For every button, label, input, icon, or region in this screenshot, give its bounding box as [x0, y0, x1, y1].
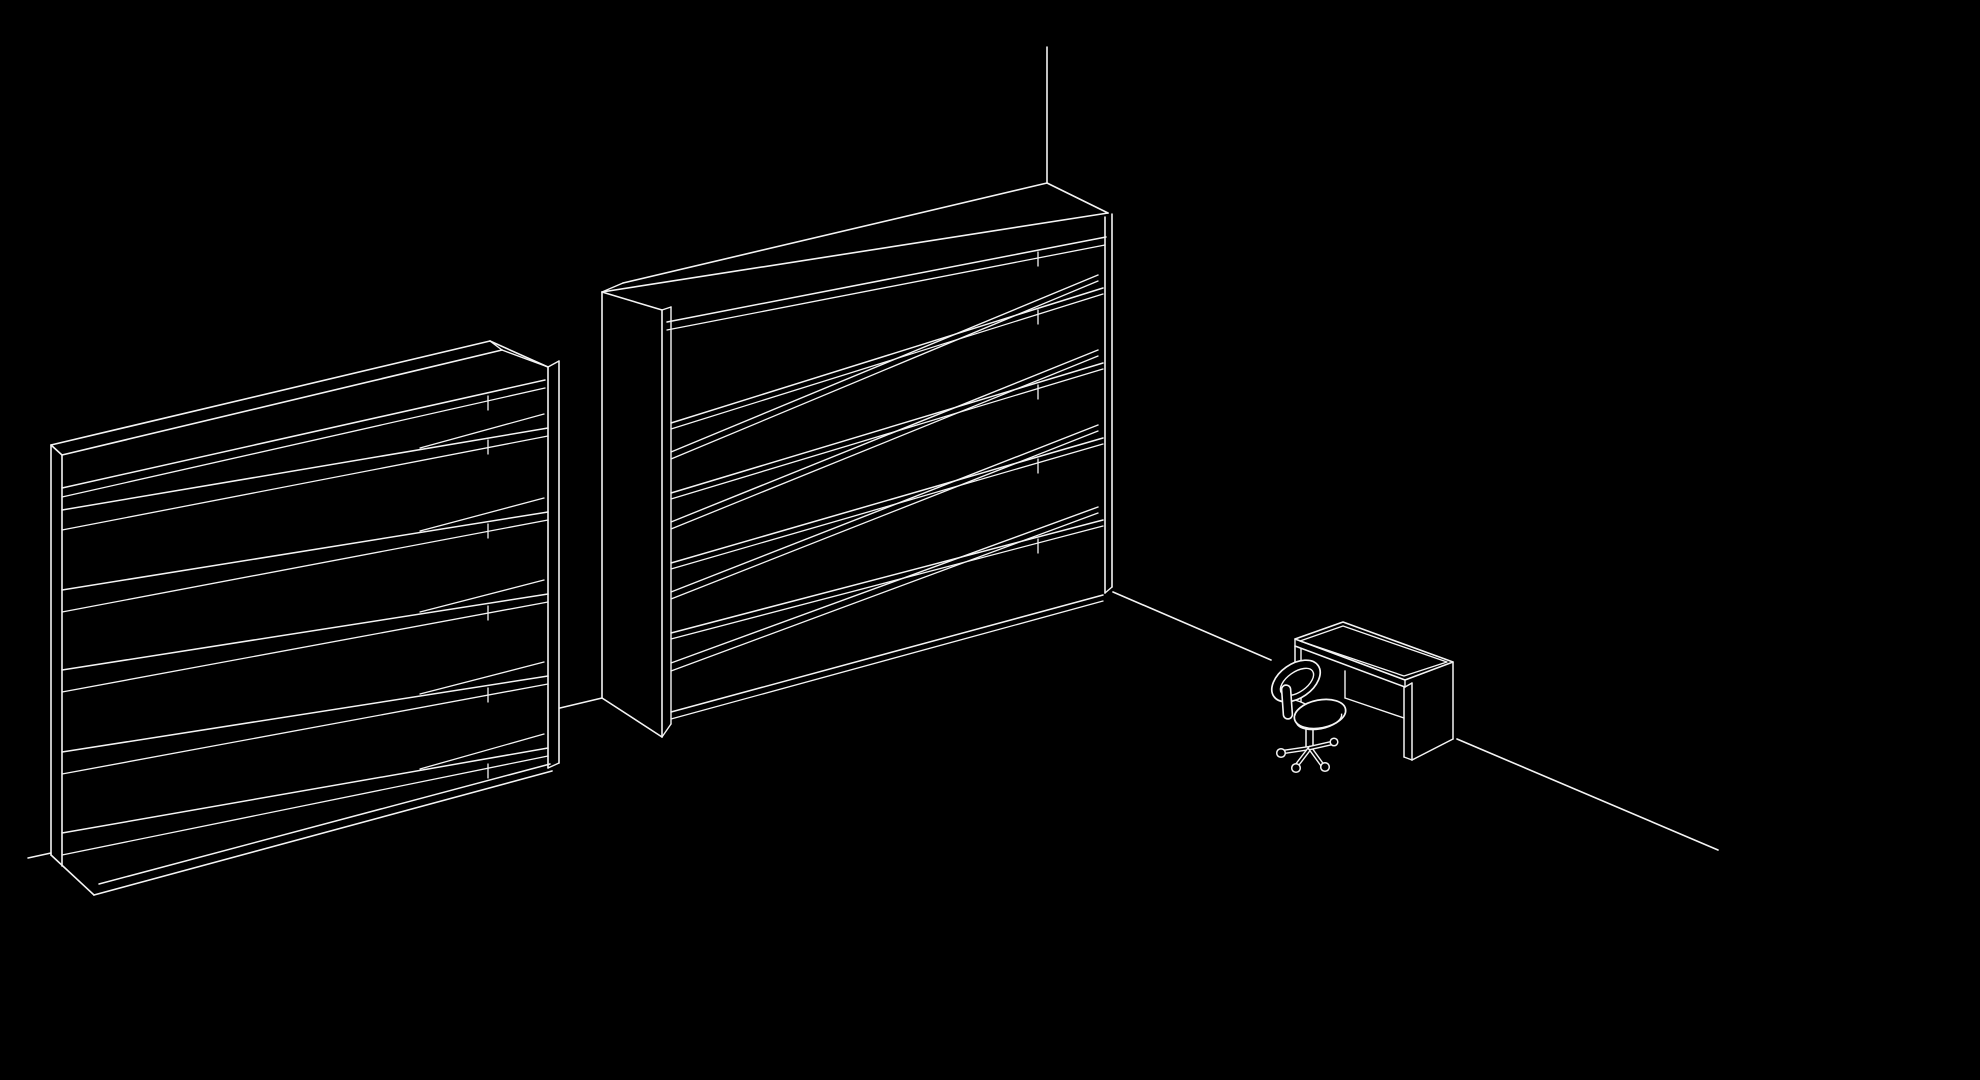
- desk-line: [1344, 697, 1405, 719]
- bookshelf-right-line: [670, 368, 1104, 500]
- floor-edge-lines-line: [559, 697, 603, 709]
- bookshelf-left-line: [61, 349, 503, 456]
- bookshelf-right-line: [670, 430, 1099, 600]
- bookshelf-left-line: [501, 349, 549, 368]
- bookshelf-left-line: [98, 763, 551, 885]
- bookshelf-left-line: [547, 360, 560, 368]
- office-chair-line: [1293, 698, 1347, 730]
- desk-line: [1294, 645, 1406, 688]
- bookshelf-left-line: [61, 755, 549, 856]
- desk-line: [1403, 756, 1413, 761]
- bookshelf-right-line: [670, 443, 1104, 570]
- office-chair-line: [1280, 684, 1294, 720]
- bookshelf-left-line: [419, 733, 545, 770]
- bookshelf-left-line: [61, 601, 549, 693]
- bookshelf-left-line: [50, 340, 491, 446]
- bookshelf-right-line: [601, 697, 663, 738]
- bookshelf-right-line: [1104, 586, 1113, 594]
- bookshelf-right-line: [670, 280, 1099, 460]
- bookshelf-right-line: [670, 293, 1104, 430]
- floor-edge-lines-line: [1456, 738, 1719, 851]
- bookshelf-right-line: [661, 306, 672, 311]
- office-chair-line: [1275, 747, 1287, 759]
- office-chair-line: [1290, 762, 1302, 774]
- bookshelf-right-line: [670, 274, 1099, 453]
- bookshelf-right-line: [670, 525, 1104, 640]
- floor-edge-lines-line: [1112, 591, 1272, 661]
- bookshelf-left-line: [489, 340, 549, 368]
- office-chair-line: [1306, 726, 1313, 748]
- bookshelf-left-line: [93, 770, 553, 896]
- bookshelf-right-line: [670, 519, 1104, 634]
- floor-edge-lines-line: [27, 852, 52, 859]
- bookshelf-left[interactable]: [50, 340, 560, 896]
- bookshelf-right-line: [661, 723, 672, 738]
- office-chair-line: [1295, 713, 1343, 731]
- bookshelf-right[interactable]: [601, 182, 1113, 738]
- office-chair-line: [1319, 761, 1331, 773]
- bookshelf-left-line: [419, 413, 545, 449]
- bookshelf-left-line: [61, 747, 549, 834]
- bookshelf-right-line: [670, 506, 1099, 664]
- desk[interactable]: [1294, 621, 1454, 761]
- bookshelf-right-line: [670, 362, 1104, 494]
- bookshelf-right-line: [601, 291, 663, 311]
- bookshelf-left-line: [61, 379, 546, 489]
- desk-line: [1404, 682, 1413, 688]
- bookshelf-left-line: [61, 511, 549, 591]
- bookshelf-left-line: [419, 497, 545, 532]
- bookshelf-left-line: [61, 683, 549, 775]
- bookshelf-right-line: [666, 244, 1106, 331]
- bookshelf-left-line: [61, 593, 549, 671]
- bookshelf-right-line: [622, 182, 1048, 284]
- bookshelf-left-line: [50, 444, 63, 456]
- bookshelf-left-line: [61, 519, 549, 613]
- bookshelf-left-line: [61, 387, 546, 498]
- bookshelf-left-line: [419, 661, 545, 695]
- bookshelf-left-line: [419, 579, 545, 613]
- bookshelf-right-line: [1046, 182, 1109, 214]
- bookshelf-left-line: [61, 435, 549, 531]
- bookshelf-right-line: [666, 236, 1107, 323]
- desk-line: [1411, 738, 1454, 761]
- bookshelf-right-line: [670, 355, 1099, 530]
- bookshelf-left-line: [50, 854, 95, 896]
- bookshelf-right-line: [670, 594, 1104, 713]
- bookshelf-right-line: [601, 212, 1109, 293]
- office-chair[interactable]: [1264, 652, 1348, 774]
- bookshelf-left-line: [547, 762, 560, 769]
- desk-line: [1299, 625, 1448, 677]
- bookshelf-right-line: [601, 282, 624, 293]
- bookshelf-right-line: [670, 437, 1104, 564]
- bookshelf-right-line: [670, 600, 1104, 720]
- bookshelf-left-line: [61, 427, 549, 511]
- office-chair-line: [1329, 737, 1339, 747]
- floor-edge-lines: [27, 591, 1719, 859]
- bookshelf-right-line: [670, 287, 1104, 424]
- bookshelf-left-line: [61, 675, 549, 753]
- bookshelf-right-line: [670, 349, 1099, 523]
- bookshelf-right-line: [670, 512, 1099, 672]
- bookshelf-right-line: [670, 424, 1099, 593]
